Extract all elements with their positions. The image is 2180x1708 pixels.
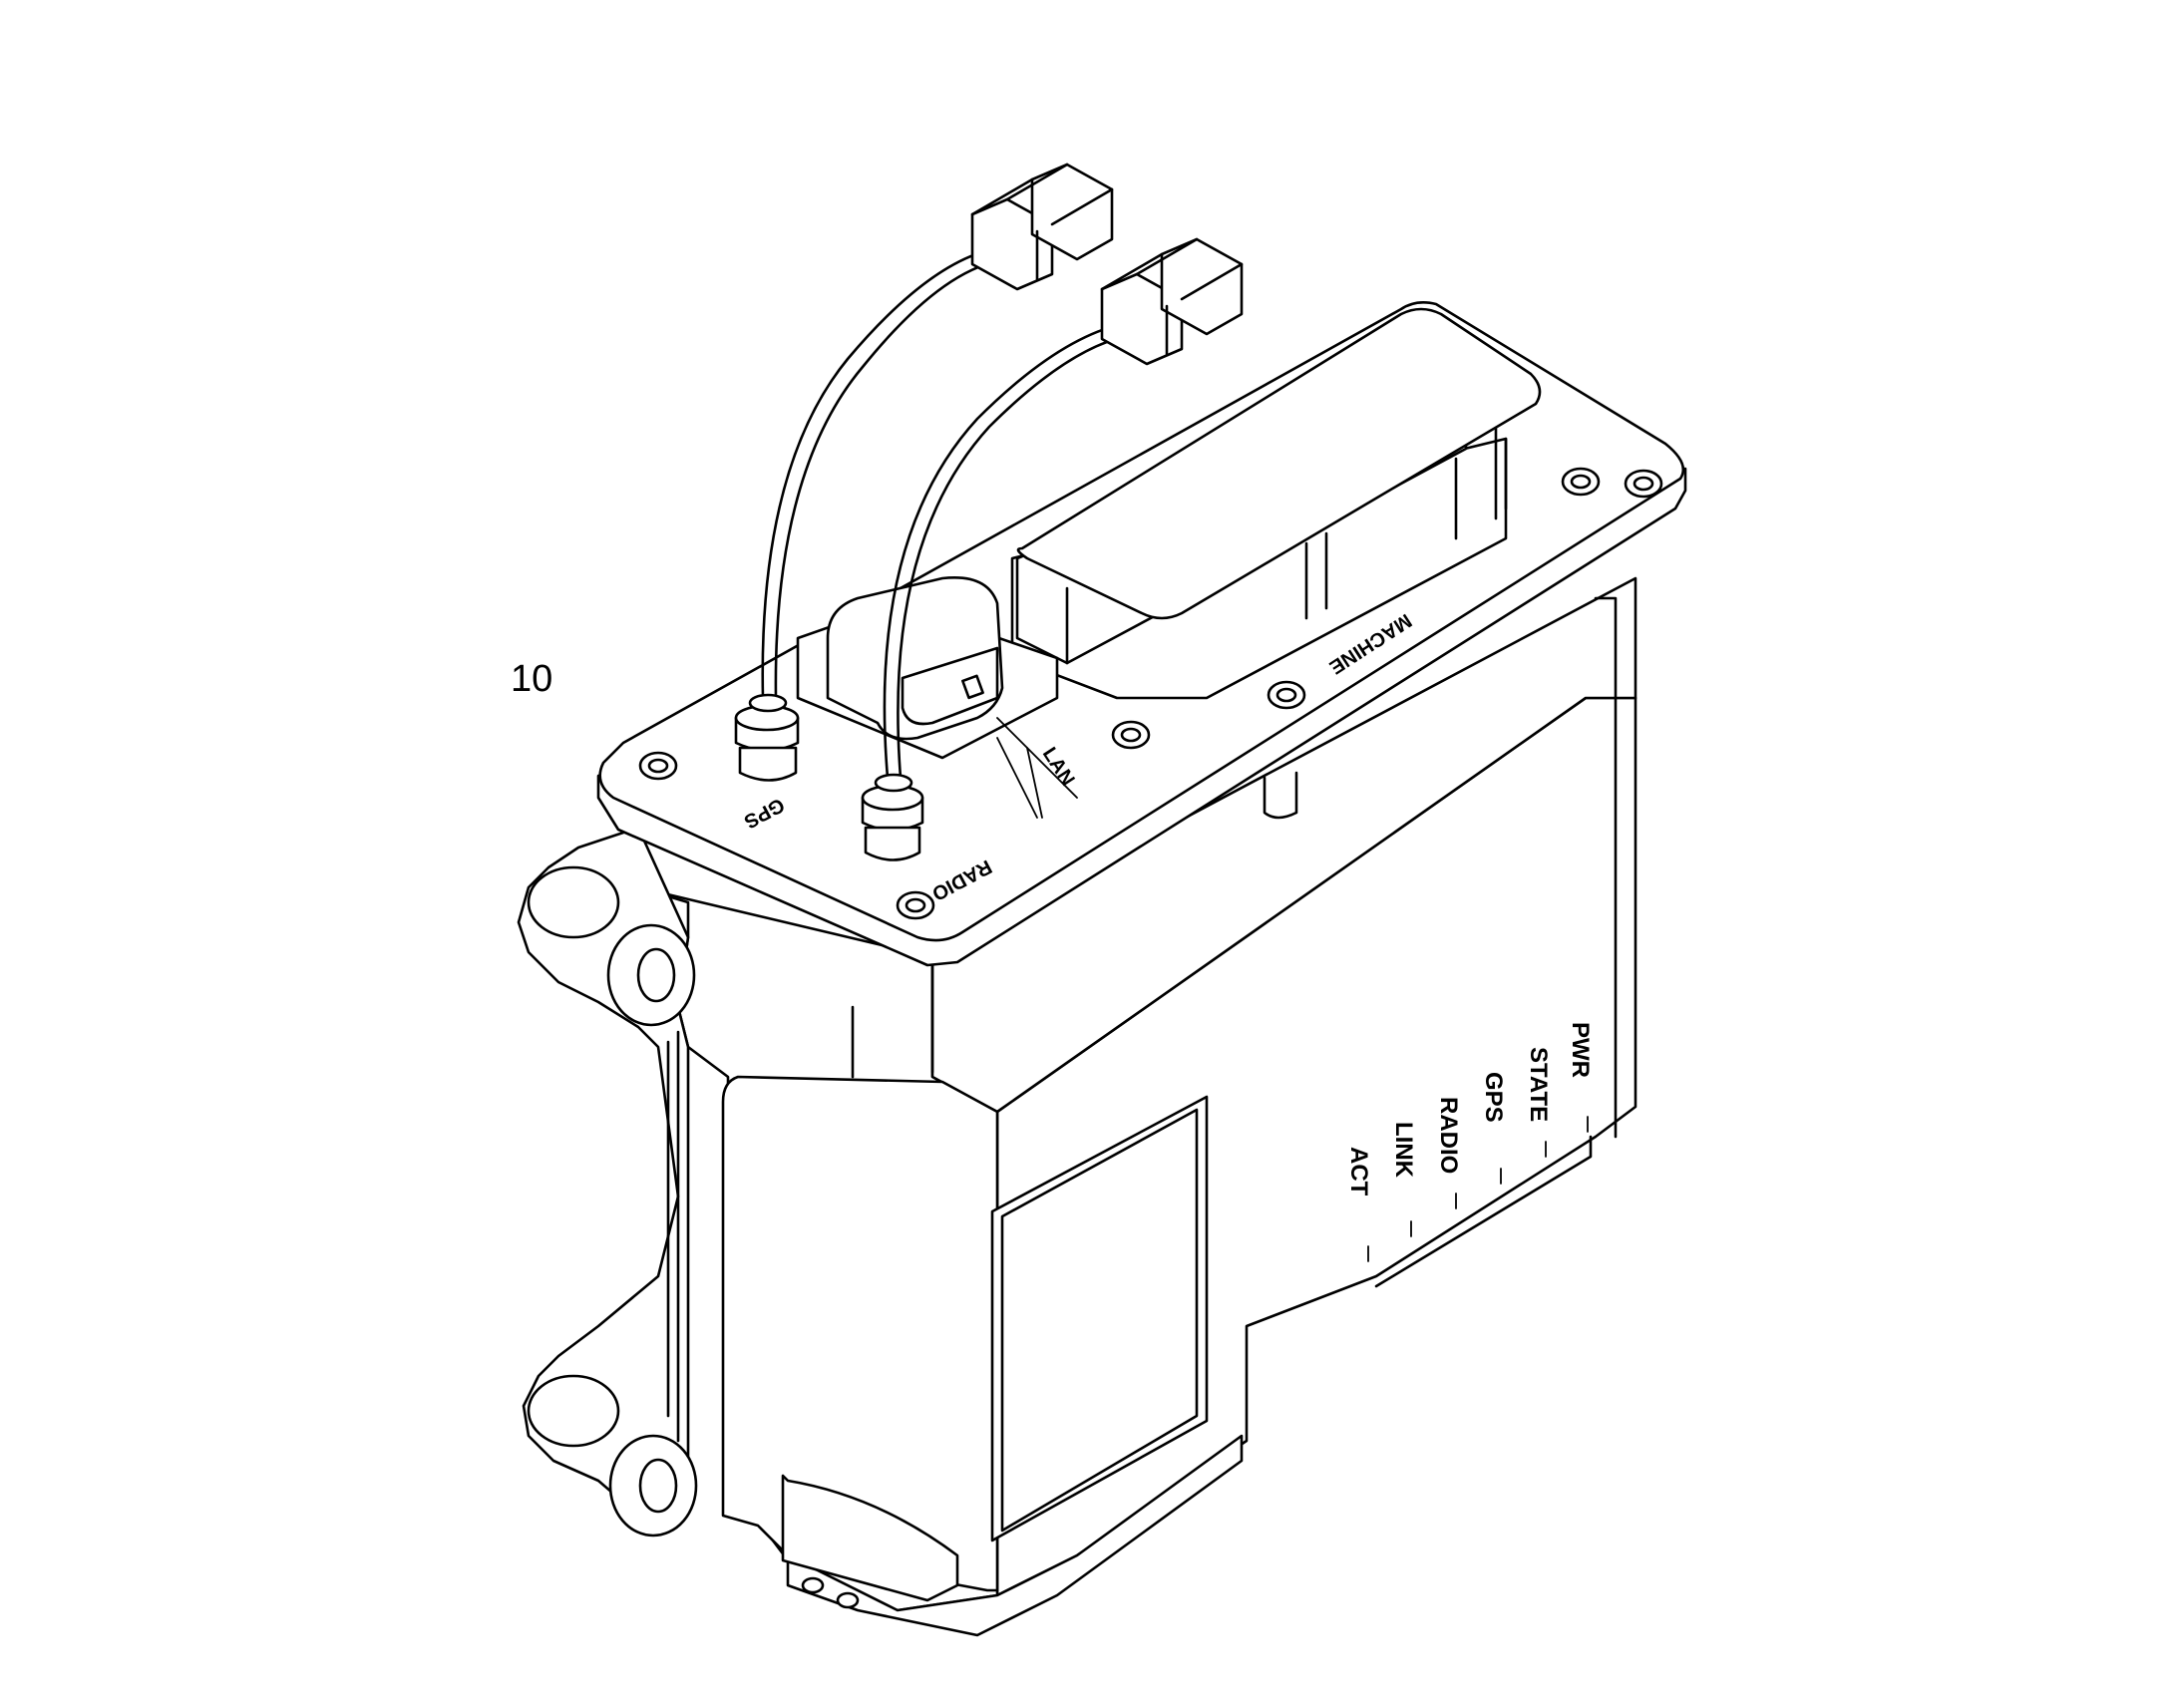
led-label-link: LINK <box>1390 1122 1417 1179</box>
radio-plug <box>1100 237 1244 366</box>
gps-cable <box>774 259 999 700</box>
radio-cable <box>897 334 1129 780</box>
gps-cable <box>761 247 994 700</box>
lower-lug <box>527 1374 620 1448</box>
led-label-state: STATE <box>1525 1047 1552 1122</box>
plate-screw <box>1111 720 1151 750</box>
foot <box>801 1576 825 1594</box>
lower-lug-hole <box>638 1458 678 1514</box>
plate-screw <box>1267 680 1306 710</box>
radio-cable <box>883 322 1124 780</box>
led-label-group: PWR STATE GPS RADIO LINK ACT <box>1345 1022 1594 1196</box>
plate-screw <box>1624 469 1663 499</box>
gps-plug <box>970 163 1114 291</box>
machine-connector-latch <box>1494 427 1508 520</box>
front-bezel <box>721 1075 999 1592</box>
upper-lug <box>527 865 620 939</box>
led-label-gps: GPS <box>1480 1072 1507 1123</box>
bracket-edge <box>666 1030 680 1443</box>
lan-connector-inner <box>901 646 999 726</box>
lan-pointer-line <box>1026 747 1043 819</box>
label-window <box>990 1095 1209 1542</box>
plate-screw <box>638 751 678 781</box>
lan-pointer-line <box>996 717 1078 799</box>
machine-connector-ribs <box>1065 457 1458 665</box>
radio-fitting <box>861 773 924 861</box>
housing-base <box>786 1434 1244 1637</box>
upper-lug-hole <box>636 947 676 1003</box>
callout-number: 10 <box>511 658 552 700</box>
led-label-act: ACT <box>1345 1147 1372 1196</box>
led-label-pwr: PWR <box>1567 1022 1594 1078</box>
lan-pointer-line <box>996 737 1038 819</box>
machine-connector-cover <box>1016 307 1542 620</box>
gps-fitting <box>734 693 800 782</box>
side-trim-lower <box>1374 1135 1593 1288</box>
plate-screw <box>896 890 935 920</box>
side-trim <box>1594 596 1618 1139</box>
peg <box>1263 771 1298 820</box>
foot <box>836 1591 860 1609</box>
led-label-radio: RADIO <box>1435 1097 1462 1174</box>
plate-screw <box>1561 467 1601 497</box>
lan-connector-key <box>961 674 984 700</box>
bezel-corner <box>781 1474 959 1602</box>
label-window-inner <box>1000 1108 1199 1533</box>
led-ticks <box>1367 1116 1589 1262</box>
